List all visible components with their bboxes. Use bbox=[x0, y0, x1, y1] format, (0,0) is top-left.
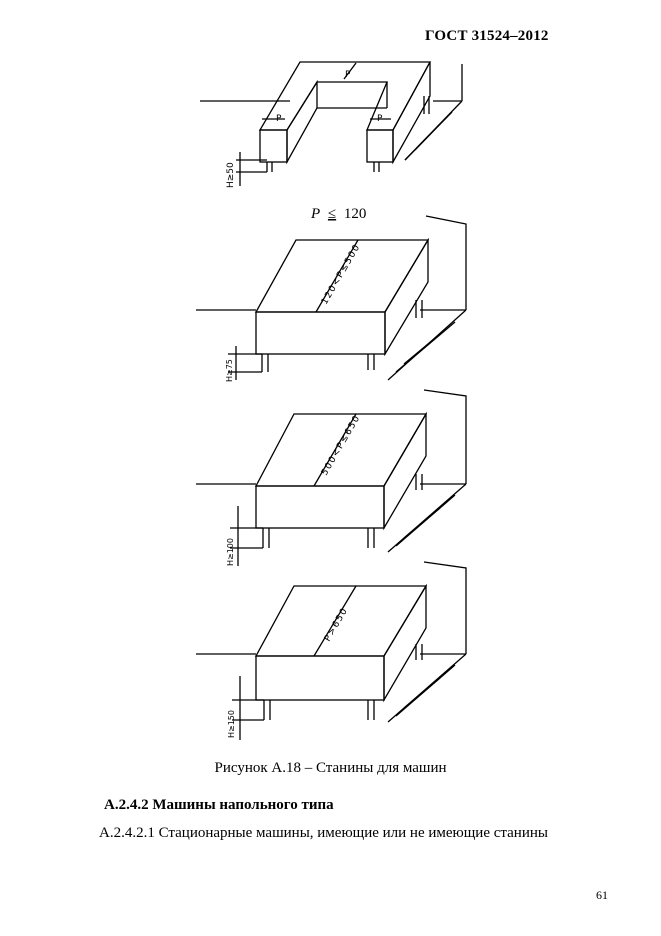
standard-number: ГОСТ 31524–2012 bbox=[425, 28, 549, 44]
stand-drawing-4: H≥150 P>650 bbox=[196, 561, 467, 740]
page-number: 61 bbox=[596, 888, 608, 902]
stand-drawing-3: H≥100 500<P≤650 bbox=[196, 389, 467, 566]
p-label-3: 500<P≤650 bbox=[320, 413, 363, 477]
figure-caption: Рисунок А.18 – Станины для машин bbox=[214, 760, 447, 776]
p-label-2: 120<P≤500 bbox=[320, 242, 363, 306]
h-label-2: H≥75 bbox=[225, 359, 234, 382]
formula-operator: ≤ bbox=[328, 206, 336, 222]
p-label-left: P bbox=[276, 114, 282, 124]
section-heading: А.2.4.2 Машины напольного типа bbox=[104, 797, 334, 813]
formula-value: 120 bbox=[344, 206, 367, 222]
p-label-right: P bbox=[377, 114, 383, 124]
h-label-1: H≥50 bbox=[226, 162, 236, 188]
p-label-4: P>650 bbox=[323, 606, 350, 644]
svg-text:P ≤ 120: P ≤ 120 bbox=[310, 206, 366, 222]
p-label-back: P bbox=[345, 70, 351, 80]
machine-stands-figure: H≥50 P P P P ≤ 120 H≥75 120<P≤500 bbox=[196, 61, 467, 740]
stand-drawing-2: H≥75 120<P≤500 bbox=[196, 215, 467, 382]
paragraph: А.2.4.2.1 Стационарные машины, имеющие и… bbox=[99, 825, 548, 841]
formula-variable: P bbox=[310, 206, 320, 222]
u-stand-drawing: H≥50 P P P bbox=[200, 61, 463, 188]
h-label-4: H≥150 bbox=[227, 710, 236, 738]
h-label-3: H≥100 bbox=[226, 538, 235, 566]
